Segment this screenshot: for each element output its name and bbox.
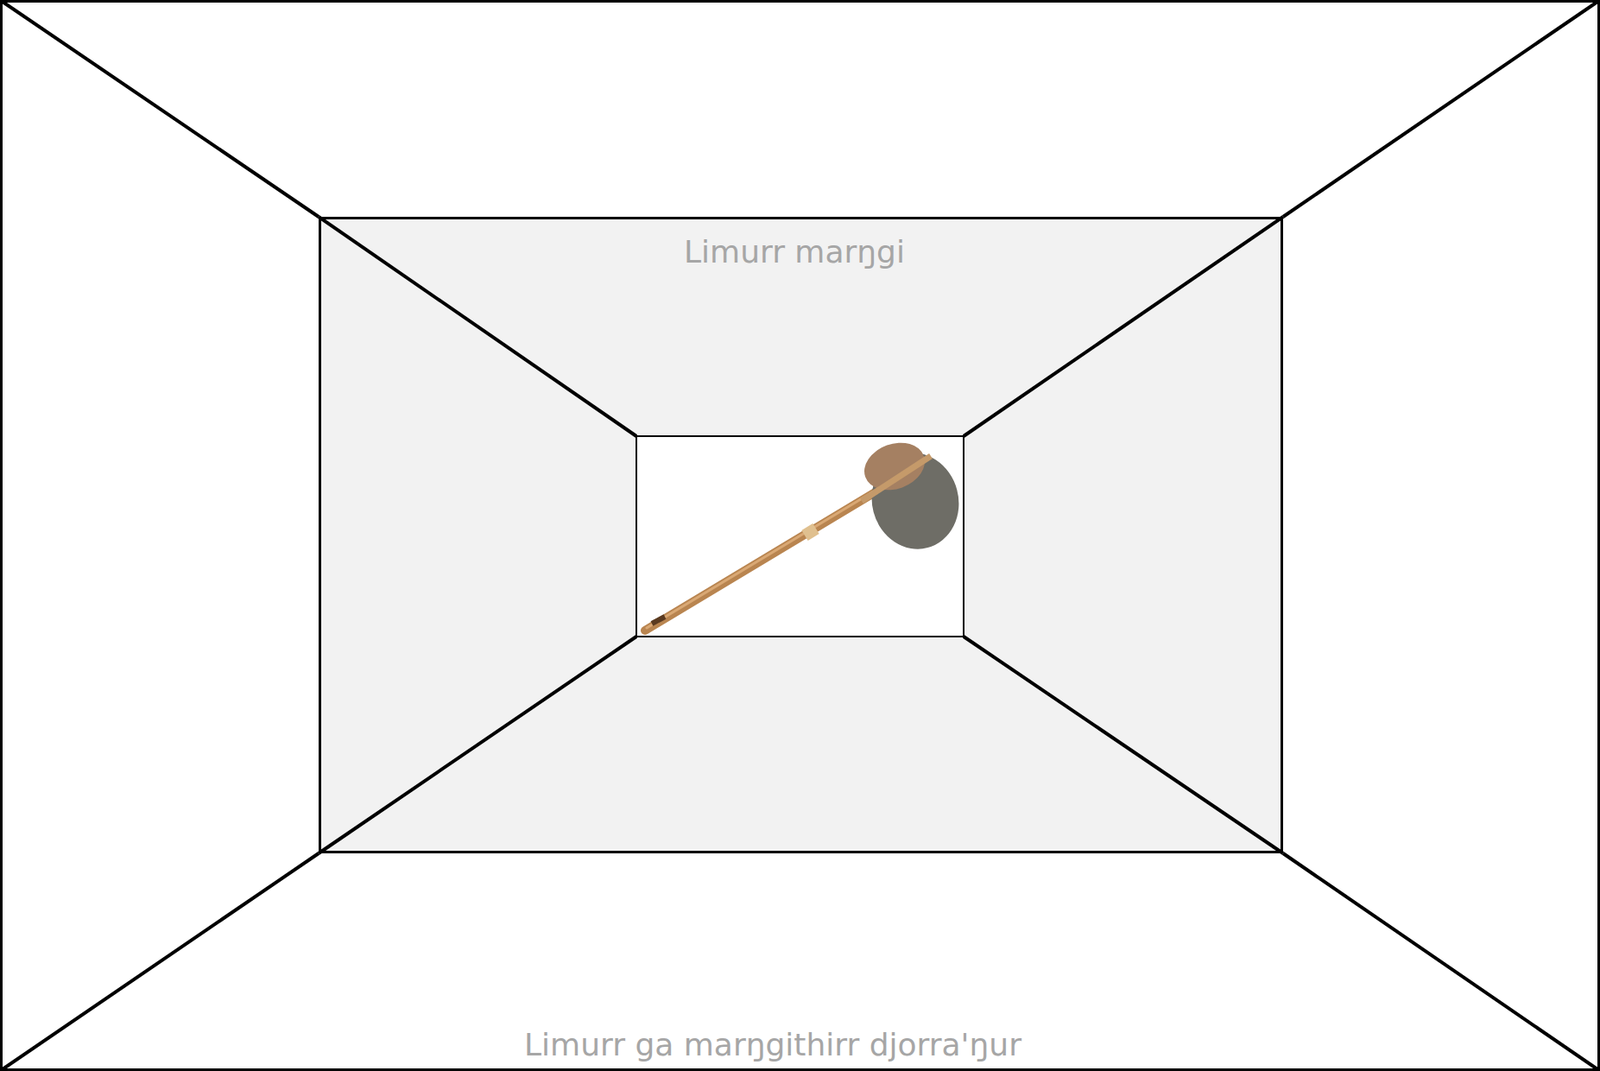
- room-label: Limurr marŋgi: [683, 233, 905, 271]
- room-label: Limurr ga marŋgithirr djorra'ŋur: [524, 1025, 1022, 1063]
- back-wall: Limurr marŋgi: [318, 216, 1284, 854]
- back-wall-fill: [318, 216, 1284, 854]
- stone-axe: [645, 434, 970, 631]
